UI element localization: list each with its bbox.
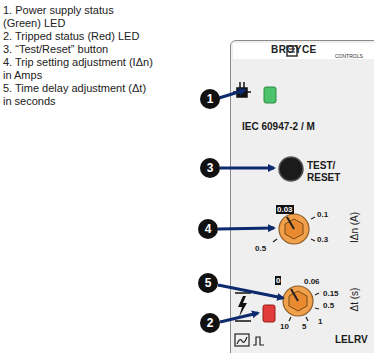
callout-number-text: 3 — [207, 161, 214, 175]
callout-number-text: 4 — [205, 222, 212, 236]
callout-number-text: 5 — [205, 276, 212, 290]
leader-arrow — [218, 285, 283, 298]
green-led — [264, 87, 276, 103]
time-delay-dial — [283, 286, 319, 321]
trip-setting-dial — [273, 214, 315, 244]
dial-value: 0.06 — [304, 277, 320, 286]
test-reset-button — [279, 157, 303, 181]
callout-number: 1 — [200, 89, 220, 109]
callout-number: 5 — [198, 273, 218, 293]
callout-number-text: 2 — [207, 316, 214, 330]
dial-value: 0.5 — [255, 244, 266, 253]
brand-subtitle: CONTROLS — [335, 53, 363, 59]
relay-front-panel: BROYCE CONTROLS IEC 60947-2 / M TEST/ RESET… — [230, 40, 374, 353]
brand-name: BROYCE — [271, 44, 317, 55]
axis-label: IΔn (A) — [349, 212, 360, 243]
header-bar — [233, 43, 374, 59]
dial-value: 0.15 — [323, 289, 339, 298]
callout-number: 3 — [200, 158, 220, 178]
dial-value: 5 — [302, 322, 306, 331]
leader-arrow — [219, 90, 245, 98]
red-led — [263, 305, 275, 322]
callout-number-text: 1 — [207, 92, 214, 106]
legend-item: 5. Time delay adjustment (Δt) in seconds — [3, 82, 153, 108]
dial-value: 0.03 — [276, 205, 294, 214]
waveform-icons — [235, 334, 264, 346]
axis-label: Δt (s) — [349, 288, 360, 312]
legend-item: 2. Tripped status (Red) LED — [3, 30, 153, 43]
dial-value: 0.1 — [317, 210, 328, 219]
leader-arrow — [220, 313, 258, 322]
callout-number: 4 — [198, 219, 218, 239]
legend-item: 3. “Test/Reset” button — [3, 43, 153, 56]
legend-item: 4. Trip setting adjustment (IΔn) in Amps — [3, 56, 153, 82]
dial-value: 10 — [280, 322, 289, 331]
model-label: LELRV — [335, 334, 368, 345]
dial-value: 0.3 — [317, 235, 328, 244]
leader-arrow — [220, 167, 274, 170]
dial-value: 0.5 — [323, 301, 334, 310]
dial-value: 0 — [275, 276, 281, 285]
legend-item: 1. Power supply status (Green) LED — [3, 4, 153, 30]
dial-value: 1 — [318, 317, 322, 326]
button-label: TEST/ RESET — [307, 160, 349, 184]
standard-label: IEC 60947-2 / M — [242, 121, 315, 132]
callout-number: 2 — [200, 313, 220, 333]
leader-arrow — [218, 228, 274, 229]
